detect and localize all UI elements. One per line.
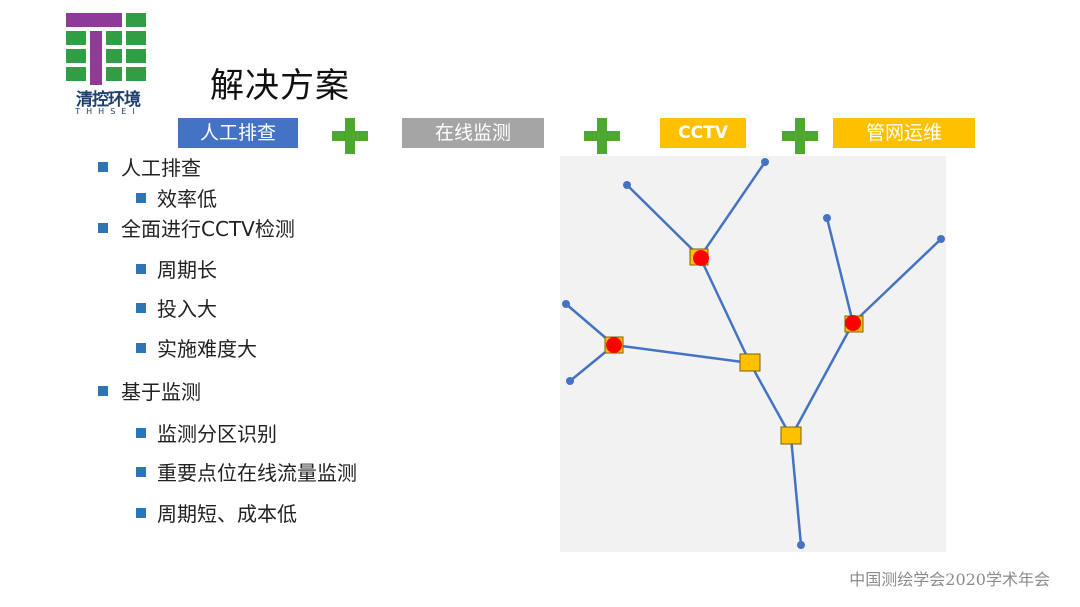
bullet-item: 周期长 [136, 258, 217, 282]
bullet-item: 实施难度大 [136, 337, 257, 361]
pipe-endpoint [566, 377, 574, 385]
bullet-text: 监测分区识别 [157, 422, 277, 446]
bullet-item: 周期短、成本低 [136, 502, 297, 526]
pipe-endpoint [562, 300, 570, 308]
pipe-segment [852, 238, 942, 324]
bullet-text: 重要点位在线流量监测 [157, 461, 357, 485]
bullet-item: 基于监测 [98, 380, 201, 404]
bullet-square-icon [136, 343, 146, 353]
pipe-segment [748, 362, 793, 438]
pipe-endpoint [797, 541, 805, 549]
slide-title: 解决方案 [210, 66, 350, 106]
tag-online-monitoring: 在线监测 [402, 118, 544, 148]
red-markers [606, 250, 861, 353]
bullet-square-icon [136, 508, 146, 518]
pipe-network-diagram [560, 156, 946, 552]
pipe-endpoint [623, 181, 631, 189]
logo-mark-icon [66, 13, 146, 85]
bullet-text: 周期短、成本低 [157, 502, 297, 526]
pipe-segment [789, 436, 803, 546]
tag-manual-inspection: 人工排查 [178, 118, 298, 148]
bullet-square-icon [136, 264, 146, 274]
bullet-item: 全面进行CCTV检测 [98, 217, 295, 241]
plus-icon [332, 118, 368, 154]
bullet-square-icon [136, 193, 146, 203]
pipe-endpoints [562, 158, 945, 549]
bullet-text: 效率低 [157, 187, 217, 211]
bullet-text: 周期长 [157, 258, 217, 282]
pipe-segment [825, 217, 855, 324]
bullet-text: 全面进行CCTV检测 [121, 217, 295, 241]
pipe-segment [698, 161, 767, 258]
bullet-item: 监测分区识别 [136, 422, 277, 446]
yellow-square-marker [739, 353, 761, 372]
pipe-endpoint [823, 214, 831, 222]
bullet-square-icon [98, 386, 108, 396]
bullet-square-icon [98, 223, 108, 233]
pipe-segment [626, 184, 701, 258]
logo-name-cn: 清控环境 [76, 90, 141, 110]
bullet-text: 投入大 [157, 297, 217, 321]
bullet-text: 人工排查 [121, 156, 201, 180]
bullet-text: 实施难度大 [157, 337, 257, 361]
bullet-text: 基于监测 [121, 380, 201, 404]
bullet-item: 投入大 [136, 297, 217, 321]
pipe-segment [613, 343, 751, 365]
bullet-square-icon [136, 467, 146, 477]
pipe-endpoint [937, 235, 945, 243]
bullet-item: 效率低 [136, 187, 217, 211]
red-circle-marker [845, 315, 861, 331]
plus-icon [584, 118, 620, 154]
footer-text: 中国测绘学会2020学术年会 [849, 570, 1050, 589]
pipe-segment [698, 256, 752, 364]
bullet-square-icon [136, 303, 146, 313]
bullet-square-icon [136, 428, 146, 438]
plus-icon [782, 118, 818, 154]
yellow-square-marker [780, 426, 802, 445]
bullet-item: 重要点位在线流量监测 [136, 461, 357, 485]
bullet-square-icon [98, 162, 108, 172]
tag-pipe-maintenance: 管网运维 [833, 118, 975, 148]
red-circle-marker [606, 337, 622, 353]
red-circle-marker [693, 250, 709, 266]
bullet-item: 人工排查 [98, 156, 201, 180]
tag-cctv: CCTV [660, 118, 746, 148]
logo: 清控环境 THHSEI [66, 13, 150, 119]
pipe-endpoint [761, 158, 769, 166]
pipe-segment [789, 322, 855, 438]
logo-name-en: THHSEI [75, 107, 141, 116]
